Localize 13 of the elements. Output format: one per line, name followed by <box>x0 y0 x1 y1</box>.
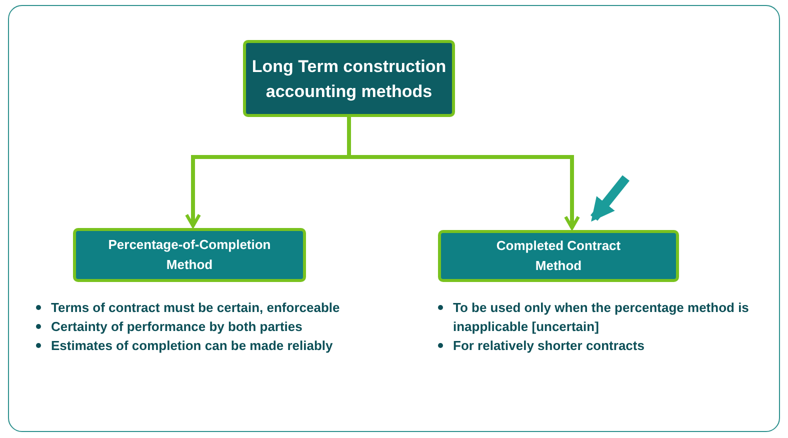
bullet-text: Terms of contract must be certain, enforceable <box>51 299 340 317</box>
arrow <box>590 175 630 222</box>
box-title: Percentage-of-Completion Method <box>107 236 272 274</box>
box-title: Completed Contract Method <box>495 237 622 275</box>
bullet-text: For relatively shorter contracts <box>453 337 644 355</box>
bullet-text: To be used only when the percentage method is inapplicable [uncertain] <box>453 299 750 336</box>
process-box <box>243 40 455 117</box>
process-box <box>438 230 679 282</box>
process-box <box>73 228 306 282</box>
bullet-text: Estimates of completion can be made reliably <box>51 337 333 355</box>
arrow <box>347 117 580 230</box>
bullet-text: Certainty of performance by both parties <box>51 318 302 336</box>
box-title: Long Term construction accounting methods <box>250 56 448 103</box>
